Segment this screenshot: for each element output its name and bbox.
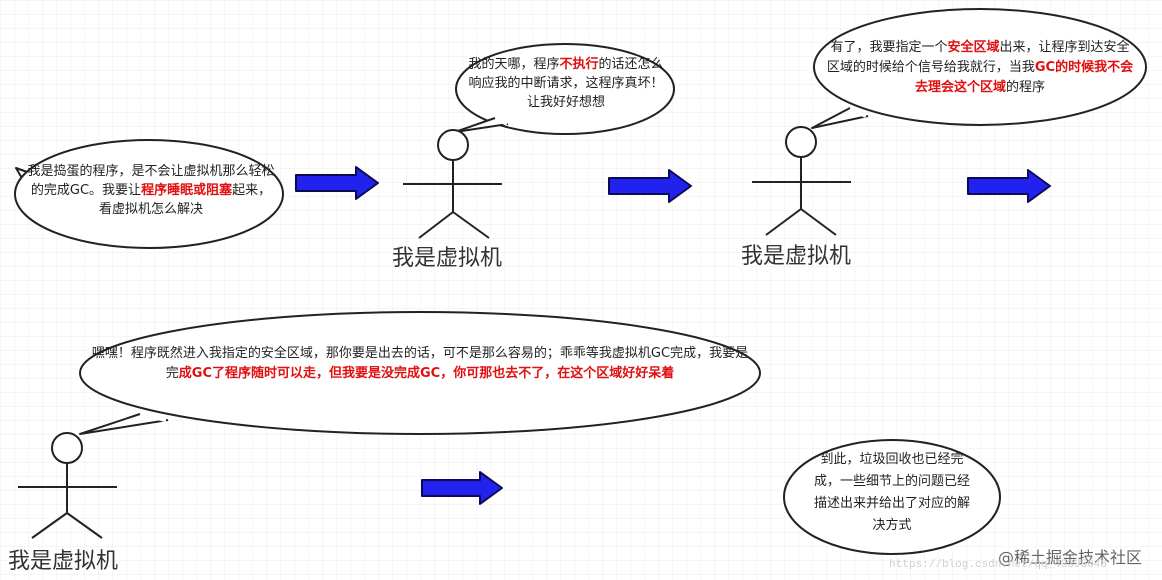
actor-head [437, 129, 469, 161]
bubble-outline [455, 43, 675, 135]
flow-arrow-4 [421, 471, 503, 505]
watermark-main: @稀土掘金技术社区 [997, 548, 1142, 567]
bubble-text-vm-1: 我的天哪，程序不执行的话还怎么响应我的中断请求，这程序真坏！让我好好想想 [468, 55, 664, 112]
bubble-text-vm-3: 嘿嘿！程序既然进入我指定的安全区域，那你要是出去的话，可不是那么容易的；乖乖等我… [86, 344, 754, 384]
actor-head [785, 126, 817, 158]
bubble-text-vm-2: 有了，我要指定一个安全区域出来，让程序到达安全区域的时候给个信号给我就行，当我G… [825, 38, 1135, 98]
watermark-url: https://blog.csdn.net/qq_40395048 [889, 559, 1107, 571]
bubble-outline [14, 139, 284, 249]
flow-arrow-3 [967, 169, 1051, 203]
stick-figure-vm-1 [403, 129, 502, 239]
bubble-tail-mask [851, 108, 867, 118]
speech-bubble-program [14, 139, 284, 249]
bubble-text-plain: 有了，我要指定一个 [830, 40, 948, 55]
bubble-text-highlight: 不执行 [559, 57, 599, 72]
bubble-tail [79, 413, 169, 435]
flow-arrow-2 [608, 169, 692, 203]
actor-label-vm-1: 我是虚拟机 [392, 246, 503, 271]
bubble-text-plain: 我的天哪，程序 [468, 57, 560, 72]
bubble-text-plain: 出来，让程序到达安全区域的时候给个信号给我就行，当我 [826, 40, 1130, 75]
bubble-text-plain: 的话还怎么响应我的中断请求，这程序真坏！让我好好想想 [468, 57, 664, 110]
stick-figure-vm-2 [752, 126, 851, 236]
bubble-text-plain: 起来，看虚拟机怎么解决 [98, 183, 272, 217]
bubble-text-highlight: 成GC了程序随时可以走，但我要是没完成GC，你可那也去不了，在这个区域好好呆着 [178, 366, 675, 381]
actor-label-vm-3: 我是虚拟机 [8, 549, 119, 574]
bubble-tail-mask [142, 413, 167, 422]
conclusion-bubble-outline [783, 439, 1001, 555]
bubble-outline [79, 311, 761, 435]
actor-head [51, 432, 83, 464]
flow-arrow-1 [295, 166, 379, 200]
stick-figure-vm-3 [18, 432, 117, 539]
speech-bubble-vm-2 [811, 8, 1147, 129]
bubble-text-plain: 嘿嘿！程序既然进入我指定的安全区域，那你要是出去的话，可不是那么容易的；乖乖等我… [91, 346, 749, 381]
bubble-tail-mask [496, 117, 508, 126]
bubble-text-highlight: 程序睡眠或阻塞 [141, 183, 233, 198]
bubble-tail-mask [36, 183, 54, 205]
bubble-text-highlight: 安全区域 [947, 40, 1000, 55]
speech-bubble-vm-3 [79, 311, 761, 435]
conclusion-text: 到此，垃圾回收也已经完成，一些细节上的问题已经描述出来并给出了对应的解决方式 [813, 452, 970, 533]
bubble-text-plain: 我是捣蛋的程序，是不会让虚拟机那么轻松的完成GC。我要让 [27, 164, 275, 198]
actor-label-vm-2: 我是虚拟机 [741, 244, 852, 269]
bubble-text-highlight: GC的时候我不会去理会这个区域 [914, 60, 1134, 95]
watermark: @稀土掘金技术社区 https://blog.csdn.net/qq_40395… [889, 544, 1142, 571]
bubble-text-program: 我是捣蛋的程序，是不会让虚拟机那么轻松的完成GC。我要让程序睡眠或阻塞起来，看虚… [25, 162, 277, 219]
bubble-outline [813, 8, 1147, 126]
bubble-text-plain: 的程序 [1006, 80, 1046, 95]
